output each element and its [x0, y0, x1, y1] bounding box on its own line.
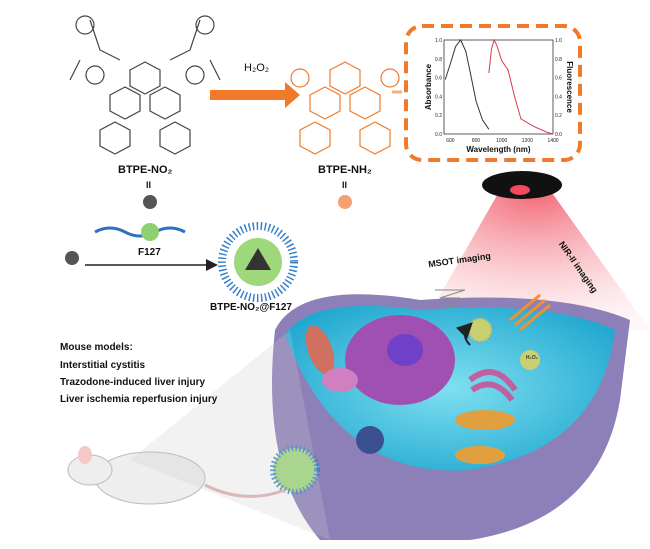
micelle-in-cell — [520, 350, 540, 370]
f127-label: F127 — [138, 247, 161, 258]
y-tick-label-right: 0.4 — [555, 94, 562, 100]
product-label: BTPE-NO₂@F127 — [210, 302, 292, 313]
series-line-fluorescence — [488, 38, 554, 135]
y-tick-label-left: 0.8 — [435, 57, 442, 63]
reaction-arrow — [210, 82, 300, 108]
mouse-models-title: Mouse models: — [60, 342, 133, 353]
f127-core — [141, 223, 159, 241]
mitochondrion — [455, 446, 505, 464]
x-tick-label: 1400 — [547, 138, 558, 144]
y-tick-label-right: 1.0 — [555, 38, 562, 44]
x-tick-label: 1000 — [496, 138, 507, 144]
orange-sphere — [338, 195, 352, 209]
f127-polymer — [94, 226, 186, 238]
x-tick-label: 600 — [446, 138, 455, 144]
y-tick-label-right: 0.6 — [555, 76, 562, 82]
x-tick-label: 800 — [472, 138, 481, 144]
mouse — [67, 446, 286, 505]
micelle-entering — [270, 445, 320, 495]
mitochondrion — [305, 325, 335, 375]
mitochondrion — [455, 410, 515, 430]
y-tick-label-left: 0.6 — [435, 76, 442, 82]
y-tick-label-left: 1.0 — [435, 38, 442, 44]
light-source — [482, 171, 562, 199]
vesicle — [322, 368, 358, 392]
series-line-absorbance — [444, 39, 490, 130]
chart-frame — [404, 24, 582, 162]
model-item: Interstitial cystitis — [60, 360, 146, 371]
x-axis-label: Wavelength (nm) — [466, 145, 530, 154]
y-axis-label-right: Fluorescence — [565, 61, 574, 113]
msot-signal — [435, 289, 466, 307]
chart-axes — [443, 39, 554, 135]
zoom-cone — [130, 330, 330, 540]
nir-signal — [509, 293, 551, 332]
model-item: Liver ischemia reperfusion injury — [60, 394, 218, 405]
btpe-nh2-structure — [290, 61, 400, 155]
y-tick-label-left: 0.0 — [435, 132, 442, 138]
h2o2-bubble: H₂O₂ — [526, 355, 538, 361]
reagent-label: H₂O₂ — [244, 62, 270, 74]
btpe-no2-structure — [69, 15, 221, 155]
light-beam — [420, 190, 650, 330]
btpe-no2-sub: II — [146, 180, 152, 190]
y-axis-label-left: Absorbance — [424, 63, 433, 110]
gray-sphere — [143, 195, 157, 209]
y-tick-label-right: 0.2 — [555, 113, 562, 119]
uptake-arrow — [455, 322, 473, 346]
y-tick-label-left: 0.4 — [435, 94, 442, 100]
golgi — [468, 369, 518, 402]
y-tick-label-left: 0.2 — [435, 113, 442, 119]
y-tick-label-right: 0.8 — [555, 57, 562, 63]
nucleolus — [387, 334, 423, 366]
y-tick-label-right: 0.0 — [555, 132, 562, 138]
btpe-no2-label: BTPE-NO₂ — [118, 164, 173, 176]
drug-sphere — [65, 251, 79, 265]
x-tick-label: 1200 — [522, 138, 533, 144]
micelle-in-cell — [356, 426, 384, 454]
micelle — [218, 222, 298, 302]
model-item: Trazodone-induced liver injury — [60, 377, 206, 388]
micelle-in-cell — [466, 316, 494, 344]
btpe-nh2-sub: II — [342, 180, 348, 190]
btpe-nh2-label: BTPE-NH₂ — [318, 164, 372, 176]
